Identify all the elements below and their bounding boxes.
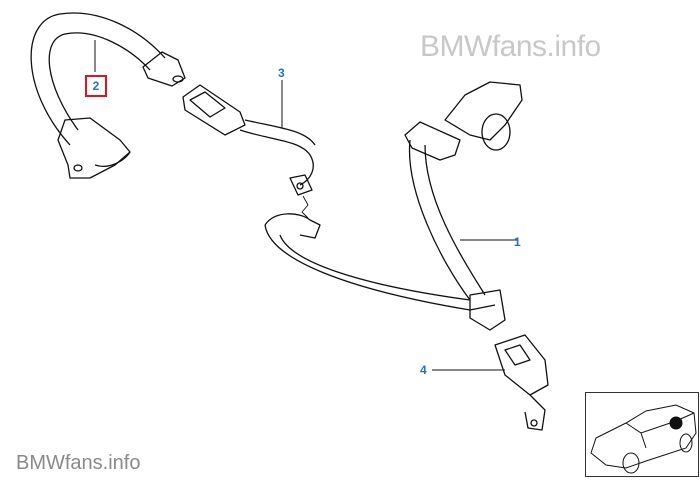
- callout-3[interactable]: 3: [278, 66, 285, 80]
- belt-part-4: [432, 334, 549, 431]
- callout-1[interactable]: 1: [514, 235, 521, 249]
- belt-part-2: [30, 12, 186, 179]
- location-marker: [669, 416, 683, 430]
- belt-part-3: [182, 80, 316, 219]
- callout-2-selected[interactable]: 2: [85, 75, 107, 97]
- vehicle-location-thumbnail[interactable]: [585, 392, 699, 477]
- belt-part-1: [264, 81, 523, 331]
- callout-4[interactable]: 4: [420, 363, 427, 377]
- watermark-top: BMWfans.info: [420, 30, 601, 63]
- watermark-bottom: BMWfans.info: [16, 452, 141, 474]
- car-icon: [590, 404, 697, 474]
